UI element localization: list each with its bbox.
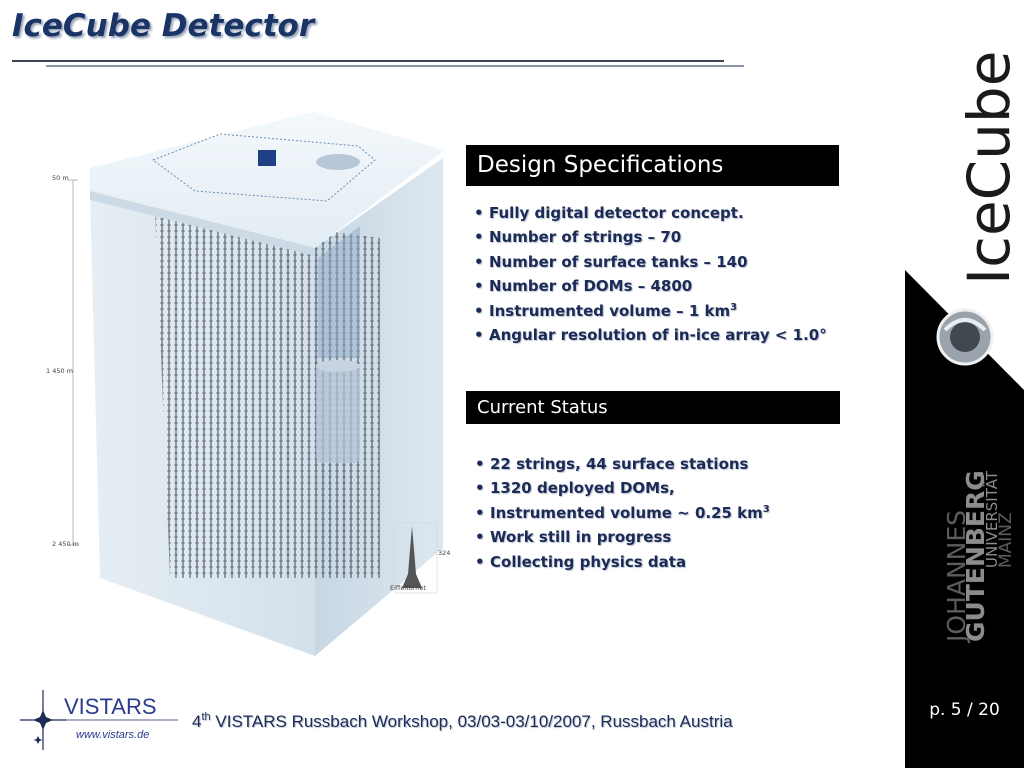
branding-sidebar: IceCube JOHANNES GUTENBERG UNIVERSITÄT M… — [905, 10, 1024, 768]
design-specs-header: Design Specifications — [466, 145, 839, 186]
list-item: Angular resolution of in-ice array < 1.0… — [474, 323, 827, 348]
list-item: Instrumented volume – 1 km3 — [474, 299, 827, 324]
detector-illustration: 50 m 1 450 m 2 450 m 324 m Eiffeltornet — [46, 112, 450, 656]
depth-label-1450: 1 450 m — [46, 367, 73, 375]
list-item: 1320 deployed DOMs, — [475, 476, 770, 501]
tower-label: Eiffeltornet — [390, 584, 426, 592]
university-line-mainz: MAINZ — [996, 512, 1016, 568]
vistars-logo: VISTARS www.vistars.de — [20, 690, 178, 750]
page-number: p. 5 / 20 — [929, 700, 1000, 720]
list-item: Number of DOMs – 4800 — [474, 274, 827, 299]
vistars-logo-text: VISTARS — [64, 694, 157, 719]
title-underline — [12, 60, 724, 62]
university-line-johannes: JOHANNES — [942, 510, 971, 644]
footer-event: 4th VISTARS Russbach Workshop, 03/03-03/… — [192, 711, 733, 732]
current-status-list: 22 strings, 44 surface stations 1320 dep… — [475, 452, 770, 574]
list-item: Fully digital detector concept. — [474, 201, 827, 226]
title-underline-shadow — [46, 65, 744, 67]
university-line-universitat: UNIVERSITÄT — [982, 470, 1001, 568]
list-item: Number of surface tanks – 140 — [474, 250, 827, 275]
current-status-header: Current Status — [466, 391, 840, 424]
depth-label-50: 50 m — [52, 174, 69, 182]
star-icon — [33, 710, 53, 730]
tower-height-label: 324 m — [438, 549, 450, 557]
university-line-gutenberg: GUTENBERG — [961, 470, 990, 642]
list-item: Work still in progress — [475, 525, 770, 550]
design-specs-list: Fully digital detector concept. Number o… — [474, 201, 827, 348]
list-item: Collecting physics data — [475, 550, 770, 575]
icecube-logo-text: IceCube — [955, 51, 1023, 285]
vistars-url: www.vistars.de — [76, 729, 149, 741]
list-item: Instrumented volume ~ 0.25 km3 — [475, 501, 770, 526]
slide-title: IceCube Detector — [12, 8, 315, 44]
list-item: 22 strings, 44 surface stations — [475, 452, 770, 477]
list-item: Number of strings – 70 — [474, 225, 827, 250]
depth-label-2450: 2 450 m — [52, 540, 79, 548]
